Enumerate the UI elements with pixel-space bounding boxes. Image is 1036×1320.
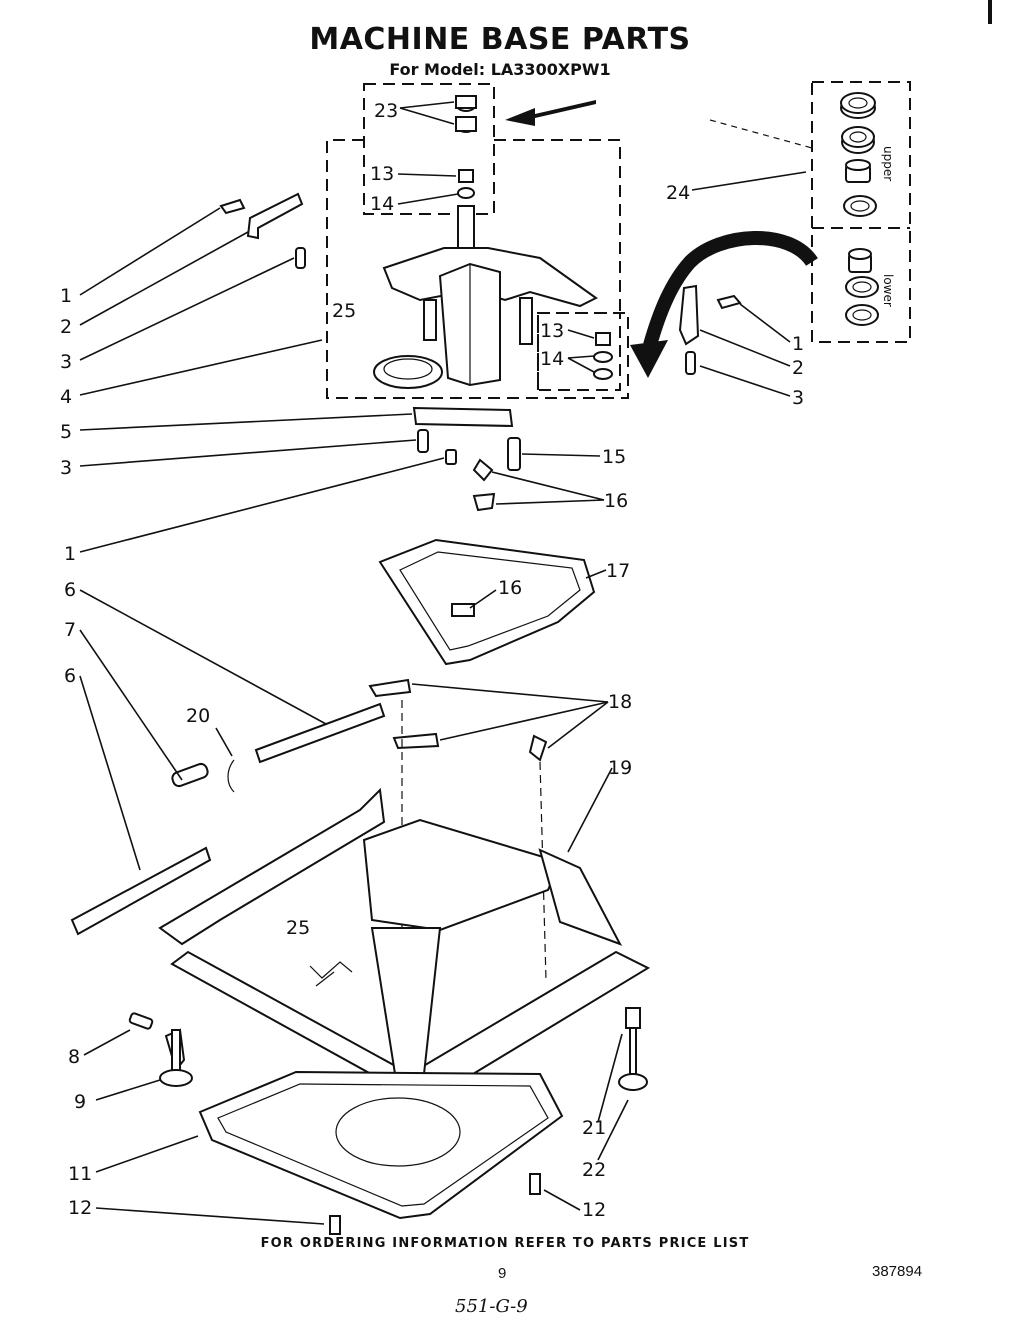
leveling-feet bbox=[128, 1007, 648, 1235]
callout-number: 3 bbox=[792, 387, 804, 409]
callout-number: 17 bbox=[606, 560, 630, 582]
callout-number: 24 bbox=[666, 182, 690, 204]
callout-number: 8 bbox=[68, 1046, 80, 1068]
callout-number: 15 bbox=[602, 446, 626, 468]
callout-number: 25 bbox=[332, 300, 356, 322]
leader-lines bbox=[79, 101, 807, 1225]
callout-number: 16 bbox=[604, 490, 628, 512]
upper-bearing-stack bbox=[840, 92, 877, 217]
left-clip-parts bbox=[219, 192, 306, 269]
callout-labels: 1 2 3 4 5 3 1 6 7 6 8 9 11 12 20 25 25 2… bbox=[60, 100, 804, 1221]
callout-number: 7 bbox=[64, 619, 76, 641]
callout-number: 6 bbox=[64, 579, 76, 601]
transmission-box-right bbox=[494, 139, 621, 313]
callout-number: 19 bbox=[608, 757, 632, 779]
top-bearing-box bbox=[363, 83, 495, 215]
base-frame-19 bbox=[158, 787, 651, 1102]
callout-number: 13 bbox=[540, 320, 564, 342]
callout-number: 1 bbox=[64, 543, 76, 565]
group-boxes bbox=[326, 81, 911, 399]
spring-clip-25 bbox=[309, 961, 353, 987]
corner-registration-mark bbox=[988, 0, 992, 24]
direction-arrow-curved bbox=[630, 231, 818, 378]
callout-number: 14 bbox=[540, 348, 564, 370]
callout-number: 3 bbox=[60, 351, 72, 373]
lower-bearing-stack bbox=[845, 248, 879, 326]
base-pan-11 bbox=[198, 1070, 564, 1220]
support-frame-17 bbox=[378, 538, 596, 666]
callout-number: 4 bbox=[60, 386, 72, 408]
callout-number: 3 bbox=[60, 457, 72, 479]
callout-number: 21 bbox=[582, 1117, 606, 1139]
callout-number: 5 bbox=[60, 421, 72, 443]
direction-arrow-top bbox=[505, 100, 596, 126]
callout-number: 14 bbox=[370, 193, 394, 215]
bearing-kit-leader bbox=[709, 119, 813, 149]
callout-number: 9 bbox=[74, 1091, 86, 1113]
side-rails bbox=[70, 702, 386, 936]
callout-number: 6 bbox=[64, 665, 76, 687]
transmission-assembly bbox=[373, 95, 598, 389]
callout-number: 2 bbox=[792, 357, 804, 379]
bearing-kit: upper lower bbox=[709, 92, 895, 326]
callout-number: 20 bbox=[186, 705, 210, 727]
right-clip-parts bbox=[678, 284, 742, 375]
page-title: MACHINE BASE PARTS bbox=[309, 22, 691, 57]
bearing-kit-box bbox=[811, 81, 911, 343]
ordering-note: FOR ORDERING INFORMATION REFER TO PARTS … bbox=[260, 1236, 750, 1251]
callout-number: 18 bbox=[608, 691, 632, 713]
callout-number: 22 bbox=[582, 1159, 606, 1181]
callout-number: 23 bbox=[374, 100, 398, 122]
model-subtitle: For Model: LA3300XPW1 bbox=[389, 60, 611, 79]
lower-bearing-label: lower bbox=[881, 274, 895, 307]
side-bearing-parts bbox=[593, 332, 613, 380]
callout-number: 11 bbox=[68, 1163, 92, 1185]
callout-number: 1 bbox=[792, 333, 804, 355]
document-number: 387894 bbox=[872, 1263, 923, 1280]
callout-number: 12 bbox=[68, 1197, 92, 1219]
handwritten-note: 551-G-9 bbox=[455, 1296, 528, 1317]
callout-number: 2 bbox=[60, 316, 72, 338]
callout-number: 12 bbox=[582, 1199, 606, 1221]
callout-number: 1 bbox=[60, 285, 72, 307]
brake-bracket-parts bbox=[412, 406, 521, 512]
page-number: 9 bbox=[498, 1265, 507, 1282]
upper-bearing-label: upper bbox=[881, 146, 895, 181]
callout-number: 25 bbox=[286, 917, 310, 939]
callout-number: 16 bbox=[498, 577, 522, 599]
side-bearing-box bbox=[537, 312, 621, 391]
callout-number: 13 bbox=[370, 163, 394, 185]
